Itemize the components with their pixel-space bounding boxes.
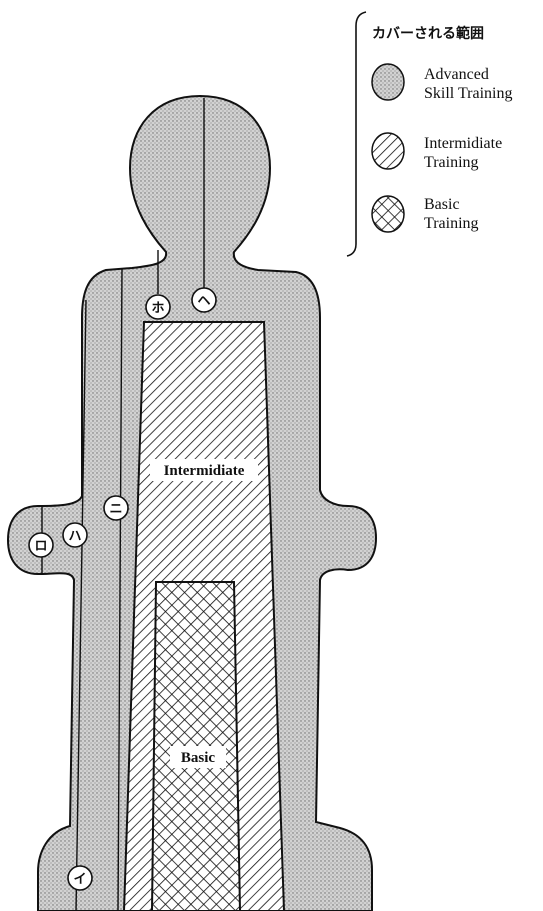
marker-ni: ニ xyxy=(104,496,128,520)
legend-label-basic-line1: Basic xyxy=(424,196,460,213)
marker-he: ヘ xyxy=(192,288,216,312)
marker-i-label: イ xyxy=(73,872,86,887)
legend-swatch-crosshatch xyxy=(372,196,404,232)
marker-ho-label: ホ xyxy=(151,301,164,316)
marker-ro-label: ロ xyxy=(34,539,47,554)
marker-ro: ロ xyxy=(29,533,53,557)
marker-i: イ xyxy=(68,866,92,890)
legend-label-basic-line2: Training xyxy=(424,215,479,232)
legend-label-advanced-line2: Skill Training xyxy=(424,85,512,102)
marker-he-label: ヘ xyxy=(197,294,210,309)
legend-swatch-hatch xyxy=(372,133,404,169)
marker-ha-label: ハ xyxy=(68,529,81,544)
label-intermediate: Intermidiate xyxy=(150,459,258,481)
legend: カバーされる範囲 Advanced Skill Training Intermi… xyxy=(347,12,512,256)
region-label-intermediate: Intermidiate xyxy=(164,463,245,479)
legend-label-intermediate-line2: Training xyxy=(424,154,479,171)
legend-label-intermediate-line1: Intermidiate xyxy=(424,135,502,152)
legend-item-basic: Basic Training xyxy=(372,196,479,232)
marker-ho: ホ xyxy=(146,295,170,319)
marker-ni-label: ニ xyxy=(109,502,122,517)
legend-item-intermediate: Intermidiate Training xyxy=(372,133,502,171)
legend-label-advanced-line1: Advanced xyxy=(424,66,489,83)
label-basic: Basic xyxy=(170,746,226,768)
legend-swatch-dots xyxy=(372,64,404,100)
legend-bracket xyxy=(347,12,366,256)
region-label-basic: Basic xyxy=(181,750,216,766)
legend-item-advanced: Advanced Skill Training xyxy=(372,64,512,102)
legend-title: カバーされる範囲 xyxy=(372,25,484,42)
marker-ha: ハ xyxy=(63,523,87,547)
